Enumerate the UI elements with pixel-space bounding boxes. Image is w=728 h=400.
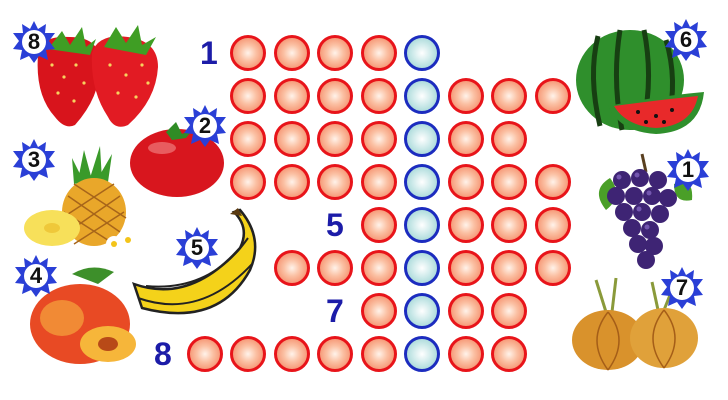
watermelon-image [568, 26, 708, 138]
red-circle[interactable] [230, 78, 266, 114]
banana-image [130, 208, 270, 323]
red-circle[interactable] [360, 336, 397, 372]
red-circle[interactable] [317, 164, 353, 200]
red-circle[interactable] [534, 164, 571, 200]
red-circle[interactable] [447, 336, 484, 372]
red-circle[interactable] [230, 121, 266, 157]
blue-circle[interactable] [404, 207, 440, 243]
blue-circle[interactable] [404, 35, 440, 71]
red-circle[interactable] [491, 121, 527, 157]
red-circle[interactable] [230, 35, 266, 71]
red-circle[interactable] [273, 121, 310, 157]
blue-circle[interactable] [404, 78, 440, 114]
row-number: 8 [154, 336, 172, 372]
blue-circle[interactable] [404, 250, 440, 286]
badge-onion: 7 [660, 266, 704, 310]
badge-number: 8 [27, 29, 41, 54]
red-circle[interactable] [360, 35, 397, 71]
blue-circle[interactable] [404, 336, 440, 372]
badge-number: 2 [198, 113, 212, 138]
red-circle[interactable] [447, 207, 484, 243]
badge-grapes: 1 [666, 148, 710, 192]
badge-number: 1 [681, 157, 695, 182]
row-number: 1 [200, 35, 218, 71]
red-circle[interactable] [273, 78, 310, 114]
badge-strawberry: 8 [12, 20, 56, 64]
red-circle[interactable] [534, 207, 571, 243]
red-circle[interactable] [447, 164, 484, 200]
red-circle[interactable] [491, 78, 527, 114]
blue-circle[interactable] [404, 164, 440, 200]
red-circle[interactable] [273, 164, 310, 200]
red-circle[interactable] [360, 78, 397, 114]
red-circle[interactable] [360, 164, 397, 200]
red-circle[interactable] [360, 293, 397, 329]
badge-watermelon: 6 [664, 18, 708, 62]
red-circle[interactable] [447, 250, 484, 286]
red-circle[interactable] [230, 336, 266, 372]
red-circle[interactable] [491, 293, 527, 329]
red-circle[interactable] [534, 78, 571, 114]
red-circle[interactable] [317, 121, 353, 157]
badge-peach: 4 [14, 254, 58, 298]
red-circle[interactable] [317, 35, 353, 71]
peach-image [22, 262, 142, 372]
pineapple-image [22, 140, 142, 255]
red-circle[interactable] [317, 336, 353, 372]
red-circle[interactable] [273, 35, 310, 71]
badge-number: 7 [675, 275, 689, 300]
red-circle[interactable] [491, 250, 527, 286]
badge-banana: 5 [175, 226, 219, 270]
red-circle[interactable] [273, 336, 310, 372]
badge-number: 6 [679, 27, 693, 52]
badge-tomato: 2 [183, 104, 227, 148]
red-circle[interactable] [491, 164, 527, 200]
onion-image [566, 276, 706, 376]
badge-number: 3 [27, 147, 41, 172]
red-circle[interactable] [534, 250, 571, 286]
red-circle[interactable] [491, 207, 527, 243]
badge-pineapple: 3 [12, 138, 56, 182]
red-circle[interactable] [360, 121, 397, 157]
red-circle[interactable] [230, 164, 266, 200]
badge-number: 5 [190, 235, 204, 260]
strawberry-image [30, 25, 170, 135]
blue-circle[interactable] [404, 293, 440, 329]
blue-circle[interactable] [404, 121, 440, 157]
grapes-image [588, 150, 698, 275]
badge-number: 4 [29, 263, 43, 288]
red-circle[interactable] [447, 78, 484, 114]
red-circle[interactable] [360, 250, 397, 286]
red-circle[interactable] [447, 293, 484, 329]
row-number: 5 [326, 207, 344, 243]
red-circle[interactable] [273, 250, 310, 286]
red-circle[interactable] [317, 250, 353, 286]
row-number: 7 [326, 293, 344, 329]
tomato-image [128, 118, 226, 200]
red-circle[interactable] [447, 121, 484, 157]
red-circle[interactable] [317, 78, 353, 114]
red-circle[interactable] [360, 207, 397, 243]
red-circle[interactable] [186, 336, 223, 372]
red-circle[interactable] [491, 336, 527, 372]
